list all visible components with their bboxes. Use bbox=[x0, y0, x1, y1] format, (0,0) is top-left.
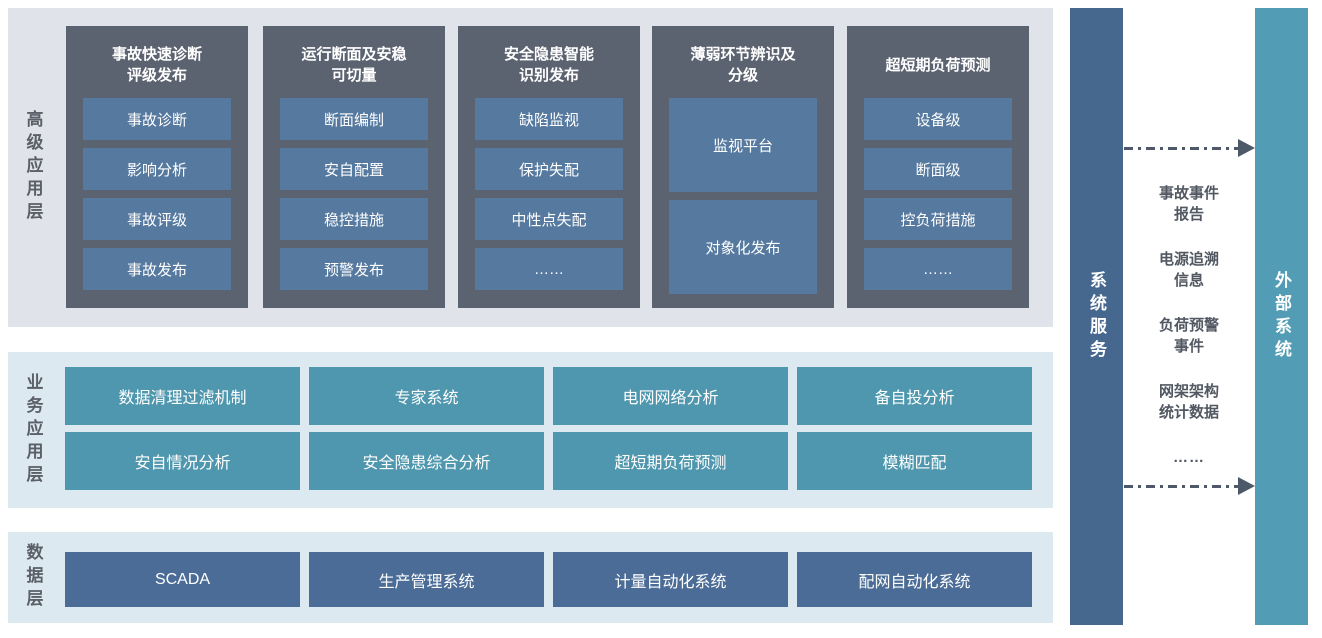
module-item: 安全隐患综合分析 bbox=[309, 432, 544, 490]
external-system-bar: 外部系统 bbox=[1255, 8, 1308, 625]
module-item-ellipsis: …… bbox=[864, 248, 1012, 290]
module-item: 断面编制 bbox=[280, 98, 428, 140]
module-item: 数据清理过滤机制 bbox=[65, 367, 300, 425]
module-item: 控负荷措施 bbox=[864, 198, 1012, 240]
module-item-ellipsis: …… bbox=[475, 248, 623, 290]
module-item: 事故诊断 bbox=[83, 98, 231, 140]
group-title: 超短期负荷预测 bbox=[885, 56, 991, 74]
module-item: 缺陷监视 bbox=[475, 98, 623, 140]
module-item: 事故发布 bbox=[83, 248, 231, 290]
dashdot-arrow-top bbox=[1124, 139, 1255, 157]
group-load-forecast: 超短期负荷预测 设备级 断面级 控负荷措施 …… bbox=[847, 26, 1029, 308]
module-item: 配网自动化系统 bbox=[797, 552, 1032, 607]
module-item: 预警发布 bbox=[280, 248, 428, 290]
module-item: 稳控措施 bbox=[280, 198, 428, 240]
exchange-data-list: 事故事件 报告 电源追溯 信息 负荷预警 事件 网架架构 统计数据 …… bbox=[1123, 183, 1255, 468]
module-item: SCADA bbox=[65, 552, 300, 607]
arrow-head-icon bbox=[1238, 477, 1255, 495]
exchange-ellipsis: …… bbox=[1173, 449, 1205, 466]
group-operation-section: 运行断面及安稳 可切量 断面编制 安自配置 稳控措施 预警发布 bbox=[263, 26, 445, 308]
module-item: 中性点失配 bbox=[475, 198, 623, 240]
group-hidden-danger: 安全隐患智能 识别发布 缺陷监视 保护失配 中性点失配 …… bbox=[458, 26, 640, 308]
dashdot-arrow-bottom bbox=[1124, 477, 1255, 495]
group-items: 事故诊断 影响分析 事故评级 事故发布 bbox=[83, 98, 231, 298]
module-item: 超短期负荷预测 bbox=[553, 432, 788, 490]
module-item: 模糊匹配 bbox=[797, 432, 1032, 490]
exchange-item: 网架架构 统计数据 bbox=[1158, 383, 1219, 421]
module-item: 监视平台 bbox=[669, 98, 817, 192]
layer-business-label: 业务应用层 bbox=[23, 372, 43, 488]
group-items: 缺陷监视 保护失配 中性点失配 …… bbox=[475, 98, 623, 298]
module-item: 保护失配 bbox=[475, 148, 623, 190]
group-items: 监视平台 对象化发布 bbox=[669, 98, 817, 302]
module-item: 事故评级 bbox=[83, 198, 231, 240]
module-item: 生产管理系统 bbox=[309, 552, 544, 607]
group-title: 安全隐患智能 识别发布 bbox=[503, 46, 594, 84]
group-title: 薄弱环节辨识及 分级 bbox=[690, 46, 796, 84]
arrow-line bbox=[1124, 147, 1240, 150]
module-item: 对象化发布 bbox=[669, 200, 817, 294]
module-item: 电网网络分析 bbox=[553, 367, 788, 425]
module-item: 备自投分析 bbox=[797, 367, 1032, 425]
group-weak-link: 薄弱环节辨识及 分级 监视平台 对象化发布 bbox=[652, 26, 834, 308]
module-item: 影响分析 bbox=[83, 148, 231, 190]
module-item: 断面级 bbox=[864, 148, 1012, 190]
module-item: 专家系统 bbox=[309, 367, 544, 425]
arrow-head-icon bbox=[1238, 139, 1255, 157]
layer-advanced-label: 高级应用层 bbox=[23, 110, 43, 225]
group-items: 断面编制 安自配置 稳控措施 预警发布 bbox=[280, 98, 428, 298]
system-service-bar: 系统服务 bbox=[1070, 8, 1123, 625]
group-title: 事故快速诊断 评级发布 bbox=[111, 46, 202, 84]
group-accident-diagnosis: 事故快速诊断 评级发布 事故诊断 影响分析 事故评级 事故发布 bbox=[66, 26, 248, 308]
group-title: 运行断面及安稳 可切量 bbox=[301, 46, 407, 84]
module-item: 计量自动化系统 bbox=[553, 552, 788, 607]
exchange-item: 电源追溯 信息 bbox=[1158, 251, 1219, 289]
module-item: 安自配置 bbox=[280, 148, 428, 190]
module-item: 设备级 bbox=[864, 98, 1012, 140]
group-items: 设备级 断面级 控负荷措施 …… bbox=[864, 98, 1012, 298]
exchange-item: 负荷预警 事件 bbox=[1158, 317, 1219, 355]
layer-data-label: 数据层 bbox=[23, 543, 43, 612]
module-item: 安自情况分析 bbox=[65, 432, 300, 490]
exchange-item: 事故事件 报告 bbox=[1158, 185, 1219, 223]
arrow-line bbox=[1124, 485, 1240, 488]
